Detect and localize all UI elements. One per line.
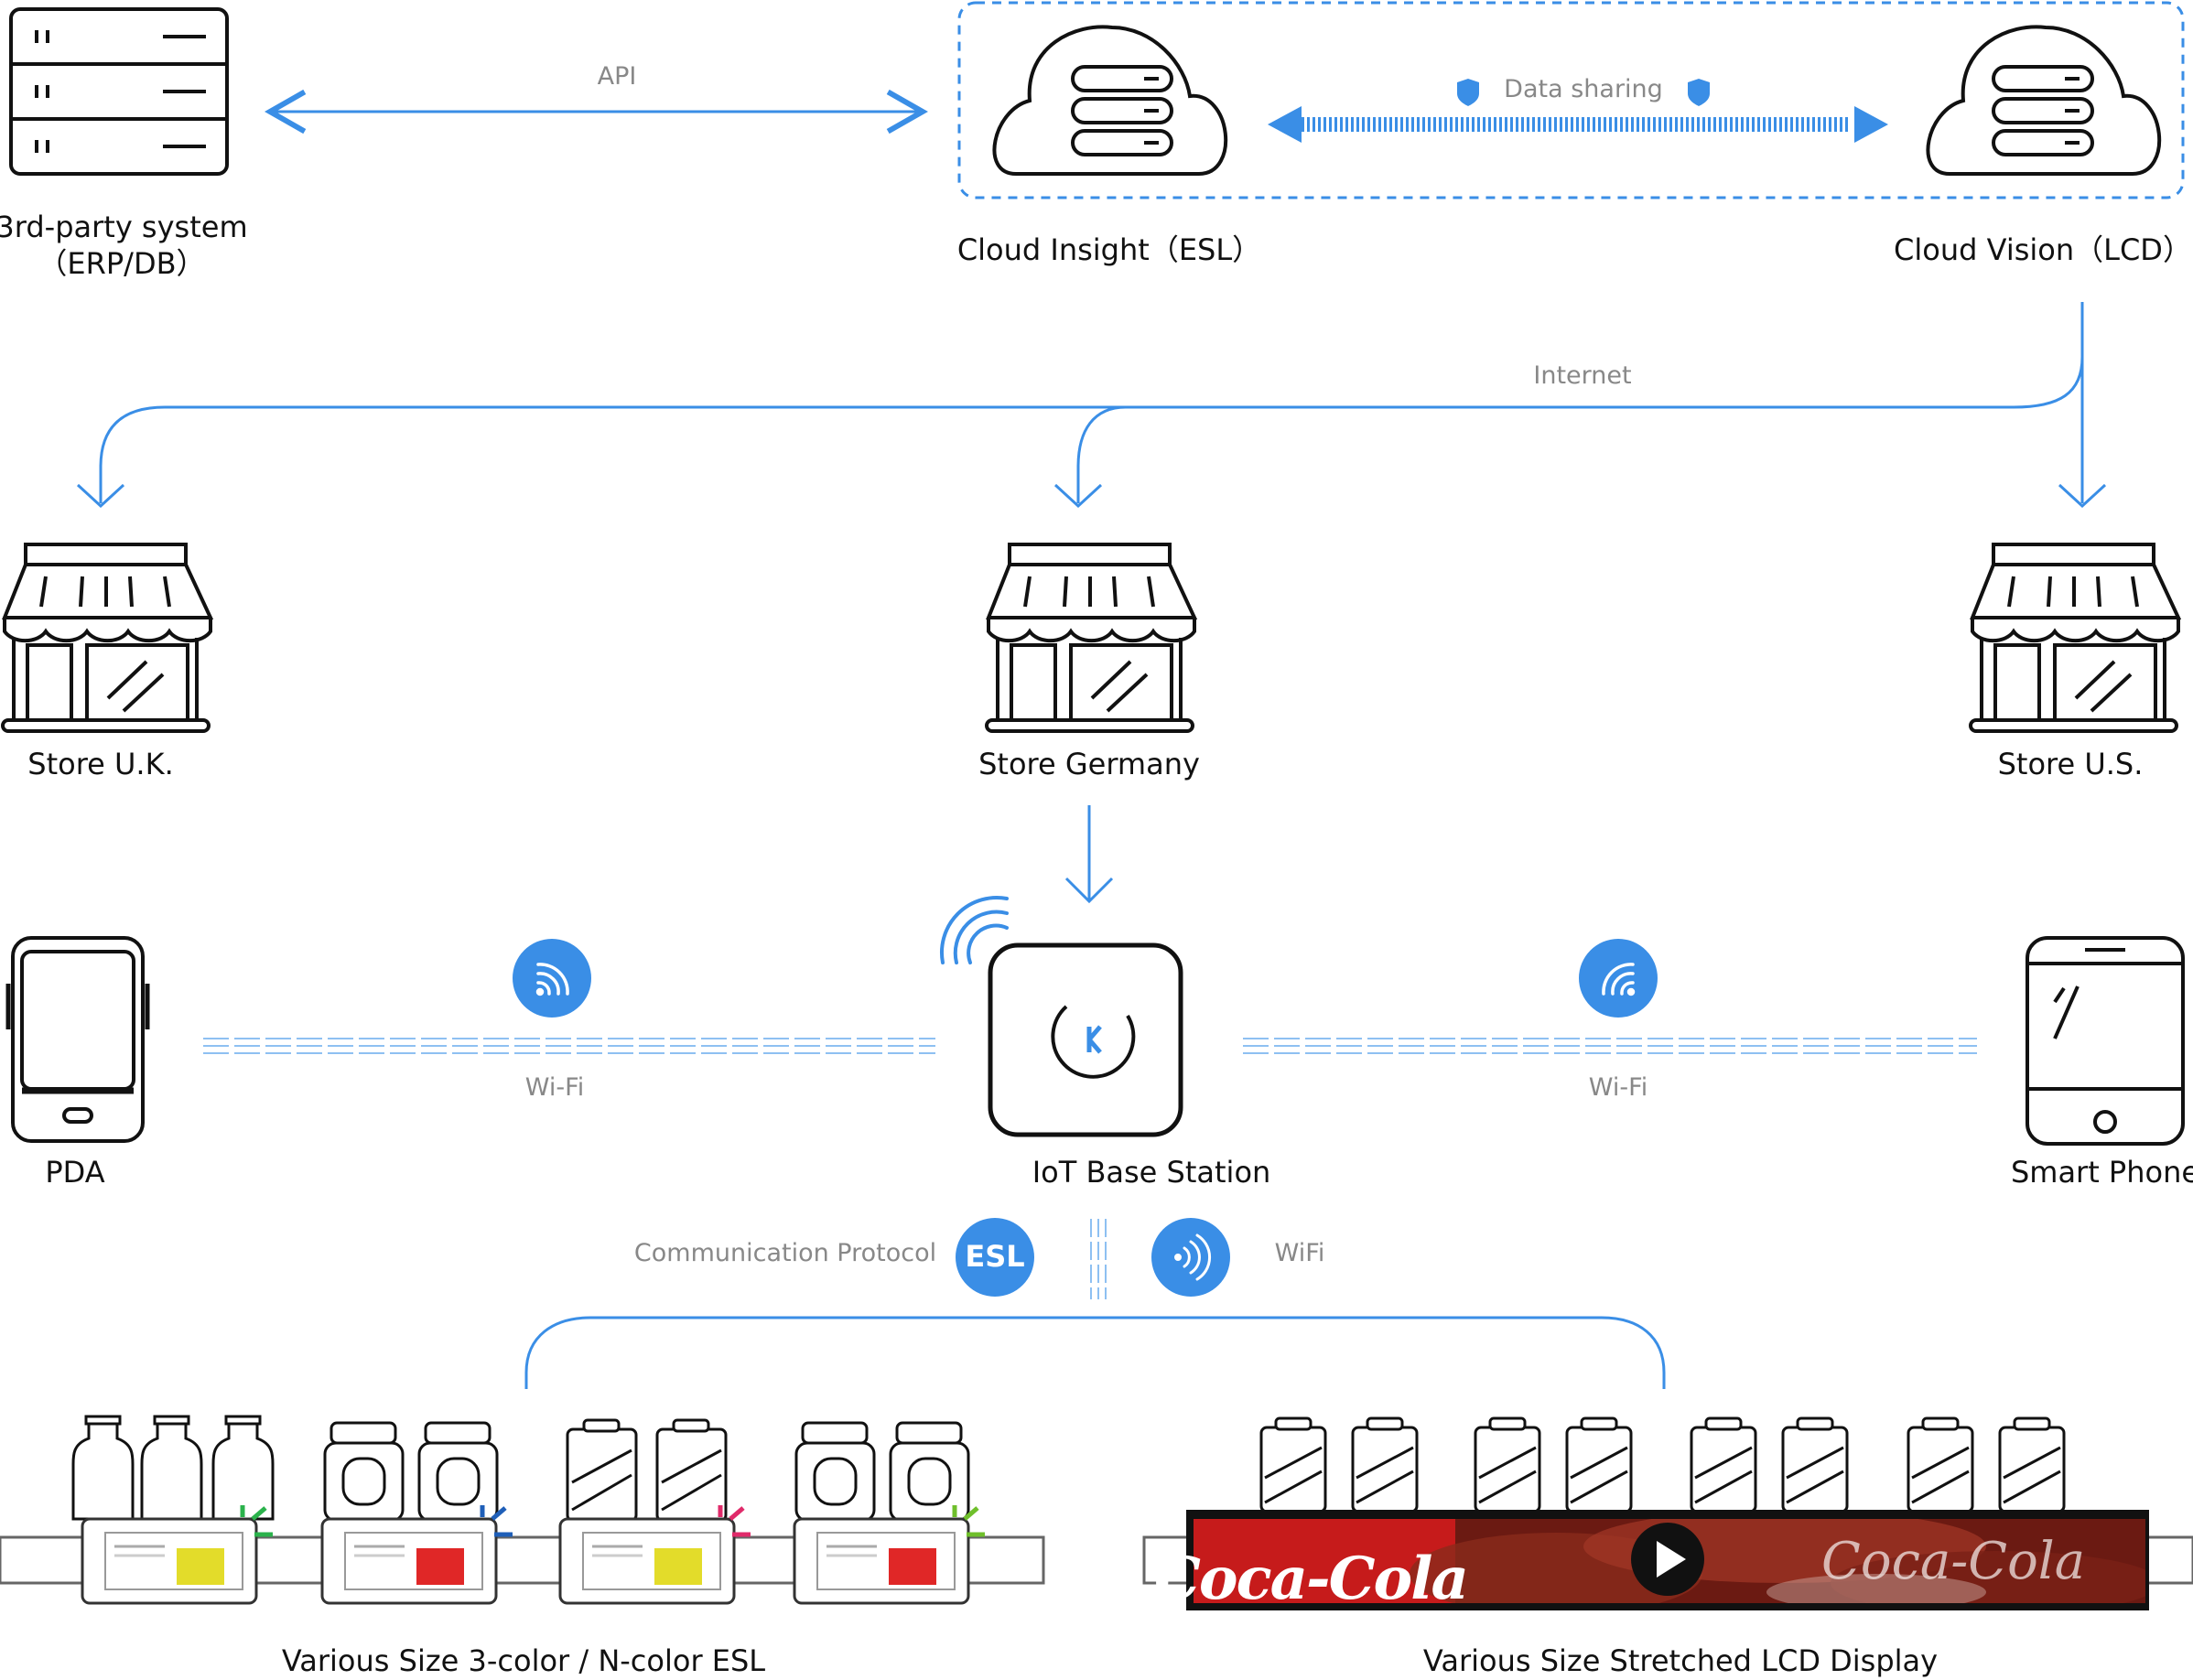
cloud-server-icon [992, 25, 1228, 176]
shield-icon [1688, 79, 1710, 106]
wifi-link-left [203, 1038, 935, 1054]
bracket-line [524, 1316, 1666, 1389]
store-icon [985, 543, 1198, 733]
wifi-left-label: Wi-Fi [524, 1073, 585, 1102]
coca-cola-logo: Coca-Cola [1153, 1545, 1469, 1613]
cloud-server-icon [1926, 25, 2162, 176]
esl-tag [793, 1505, 985, 1605]
api-label: API [597, 62, 637, 91]
esl-badge-label: ESL [965, 1239, 1025, 1274]
smart-phone-label: Smart Phone [2010, 1155, 2193, 1190]
internet-label: Internet [1533, 361, 1632, 390]
cloud-group-box [957, 1, 2185, 199]
store-icon [1, 543, 214, 733]
arrow-down-icon [1064, 877, 1114, 904]
wifi-signal-icon [1602, 963, 1636, 996]
vertical-divider [1090, 1219, 1107, 1299]
store-germany-label: Store Germany [978, 747, 1200, 781]
data-sharing-arrow [1268, 106, 1888, 143]
third-party-label: 3rd-party system （ERP/DB） [0, 209, 248, 282]
base-station-label: IoT Base Station [1032, 1155, 1271, 1190]
base-station-icon [939, 895, 1183, 1137]
store-icon [1969, 543, 2182, 733]
cloud-vision-label: Cloud Vision（LCD） [1894, 232, 2192, 267]
server-rack-icon [9, 7, 229, 176]
communication-protocol-label: Communication Protocol [633, 1239, 937, 1267]
stretched-lcd-display: Coca-Cola [1186, 1510, 2149, 1610]
data-sharing-label: Data sharing [1504, 75, 1663, 103]
esl-tag [81, 1505, 273, 1605]
wifi-right-label: Wi-Fi [1588, 1073, 1648, 1102]
wifi-link-right [1243, 1038, 1977, 1054]
signal-wave-icon [1174, 1233, 1212, 1281]
nfc-wifi-icon [1151, 1218, 1230, 1297]
shield-icon [1457, 79, 1479, 106]
pda-label: PDA [45, 1155, 105, 1190]
store-uk-label: Store U.K. [27, 747, 174, 781]
arrow-down-icon [2058, 483, 2107, 509]
arrow-down-icon [1053, 483, 1103, 509]
third-party-subtitle: （ERP/DB） [38, 246, 206, 281]
arrow-down-icon [76, 483, 125, 509]
third-party-title: 3rd-party system [0, 210, 248, 244]
wifi-bottom-label: WiFi [1274, 1239, 1325, 1267]
lcd-caption: Various Size Stretched LCD Display [1422, 1643, 1939, 1678]
wifi-signal-icon [535, 963, 569, 996]
svg-text:Coca-Cola: Coca-Cola [1821, 1532, 2085, 1591]
pda-icon [5, 936, 150, 1143]
internet-lines [99, 302, 2084, 503]
esl-badge-icon [956, 1218, 1034, 1297]
esl-caption: Various Size 3-color / N-color ESL [281, 1643, 766, 1678]
store-us-label: Store U.S. [1997, 747, 2144, 781]
cloud-insight-label: Cloud Insight（ESL） [956, 232, 1262, 267]
esl-tag [320, 1505, 513, 1605]
smartphone-icon [2026, 936, 2185, 1146]
esl-tag [558, 1505, 751, 1605]
